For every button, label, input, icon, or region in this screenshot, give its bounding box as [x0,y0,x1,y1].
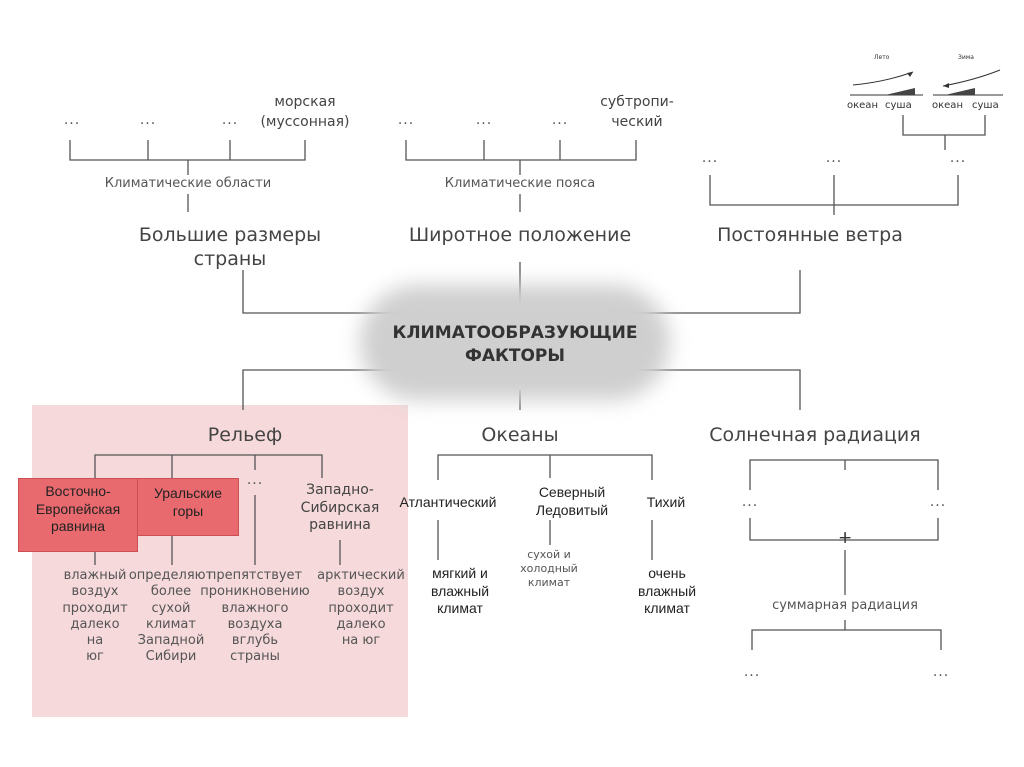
belt-item: ... [551,112,569,128]
relief-desc-east-european: влажный воздух проходит далеко на юг [62,568,128,665]
ural-mountains-label: Уральские горы [153,485,223,519]
wind-land-label: суша [885,100,912,111]
east-european-plain-label: Восточно- Европейская равнина [35,483,121,534]
region-item: ... [63,112,81,128]
climate-regions-label: Климатические области [104,176,272,191]
winter-wind-arrow [942,69,1001,87]
total-radiation-item: ... [743,664,761,680]
relief-title: Рельеф [207,424,283,446]
summer-land-shape [885,88,915,95]
arctic-ocean-desc: сухой и холодный климат [520,548,578,589]
wind-ocean-label: океан [847,100,878,111]
oceans-title: Океаны [481,424,559,446]
winter-land-shape [945,88,975,95]
wind-winter-label: Зима [958,54,974,61]
ural-mountains-box: Уральские горы [137,478,239,536]
region-item-maritime: морская [274,94,336,110]
pacific-desc: очень влажный климат [637,565,697,616]
solar-radiation-title: Солнечная радиация [709,424,921,446]
plus-sign: + [838,528,853,548]
wind-item: ... [825,150,843,166]
relief-item: ... [246,472,264,488]
wind-item: ... [949,150,967,166]
solar-item: ... [741,494,759,510]
large-size-title-line2: страны [193,248,267,270]
center-title: КЛИМАТООБРАЗУЮЩИЕ ФАКТОРЫ [360,322,670,368]
region-item-maritime-sub: (муссонная) [260,114,350,130]
west-siberian-plain-label: Западно- Сибирская равнина [300,482,380,533]
summer-wind-arrow [852,71,914,86]
region-item: ... [221,112,239,128]
belt-item-subtropical-sub: ческий [611,114,663,130]
wind-item: ... [701,150,719,166]
center-title-line2: ФАКТОРЫ [464,345,566,366]
total-radiation-label: суммарная радиация [772,598,918,613]
latitude-title: Широтное положение [408,224,632,246]
region-item: ... [139,112,157,128]
relief-desc-dots: препятствует проникновению влажного возд… [200,568,310,665]
winter-arrowhead [943,83,949,88]
wind-land-label: суша [972,100,999,111]
climate-belts-label: Климатические пояса [444,176,596,191]
relief-desc-west-siberian: арктический воздух проходит далеко на юг [317,568,405,648]
belt-item: ... [475,112,493,128]
arctic-ocean-label: Северный Ледовитый [535,484,609,518]
total-radiation-item: ... [932,664,950,680]
winds-title: Постоянные ветра [717,224,903,246]
relief-desc-urals: определяют более сухой климат Западной С… [128,568,214,665]
large-size-title: Большие размеры [138,224,322,246]
belt-item: ... [397,112,415,128]
center-title-line1: КЛИМАТООБРАЗУЮЩИЕ [392,323,638,343]
atlantic-desc: мягкий и влажный климат [430,565,490,616]
solar-item: ... [929,494,947,510]
summer-arrowhead [907,72,913,77]
pacific-label: Тихий [646,494,686,510]
atlantic-label: Атлантический [399,494,497,510]
wind-diagram [850,69,1003,96]
belt-item-subtropical: субтропи- [600,94,674,110]
wind-ocean-label: океан [932,100,963,111]
center-blob [360,285,670,400]
east-european-plain-box: Восточно- Европейская равнина [18,478,138,552]
wind-summer-label: Лето [874,54,890,61]
